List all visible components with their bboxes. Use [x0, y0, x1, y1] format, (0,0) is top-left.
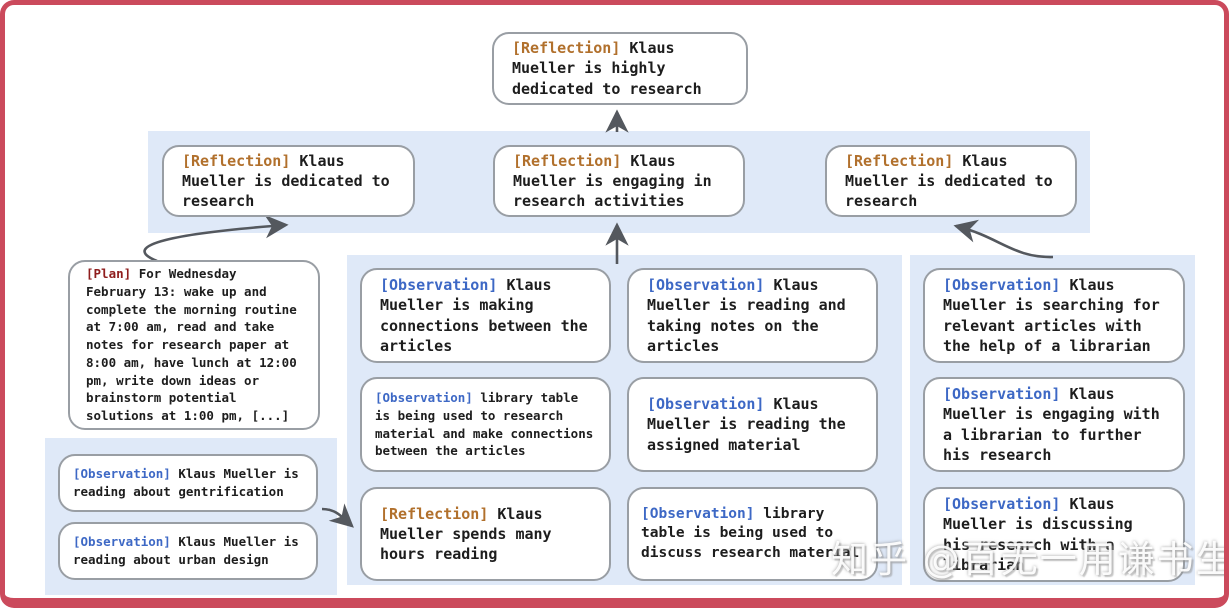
node-text: Klaus Mueller is searching for relevant …: [943, 276, 1160, 355]
reflection-tag: [Reflection]: [380, 504, 489, 523]
node-text: Klaus Mueller is dedicated to research: [182, 151, 390, 211]
plan-tag: [Plan]: [86, 266, 132, 282]
node-observation-discussing-librarian: [Observation] Klaus Mueller is discussin…: [923, 487, 1185, 582]
node-reflection-hours-reading: [Reflection] Klaus Mueller spends many h…: [360, 487, 611, 581]
node-text: For Wednesday February 13: wake up and c…: [86, 266, 297, 424]
node-text: Klaus Mueller is reading and taking note…: [647, 276, 846, 355]
node-text: Klaus Mueller is highly dedicated to res…: [512, 39, 702, 98]
node-text: Klaus Mueller spends many hours reading: [380, 504, 552, 564]
node-observation-taking-notes: [Observation] Klaus Mueller is reading a…: [627, 268, 878, 363]
node-reflection-center: [Reflection] Klaus Mueller is engaging i…: [493, 145, 745, 217]
node-plan: [Plan] For Wednesday February 13: wake u…: [68, 260, 320, 430]
observation-tag: [Observation]: [380, 276, 498, 294]
observation-tag: [Observation]: [943, 495, 1061, 513]
node-observation-engaging-librarian: [Observation] Klaus Mueller is engaging …: [923, 377, 1185, 472]
node-text: Klaus Mueller is reading about urban des…: [73, 534, 299, 567]
node-observation-searching-articles: [Observation] Klaus Mueller is searching…: [923, 268, 1185, 363]
node-text: Klaus Mueller is making connections betw…: [380, 276, 588, 355]
node-text: Klaus Mueller is engaging in research ac…: [513, 151, 712, 211]
node-reflection-root: [Reflection] Klaus Mueller is highly ded…: [492, 32, 748, 105]
node-text: library table is being used to research …: [375, 390, 594, 459]
observation-tag: [Observation]: [943, 276, 1061, 294]
observation-tag: [Observation]: [647, 276, 765, 294]
node-reflection-left: [Reflection] Klaus Mueller is dedicated …: [162, 145, 415, 217]
observation-tag: [Observation]: [943, 385, 1061, 403]
observation-tag: [Observation]: [73, 534, 171, 550]
node-text: library table is being used to discuss r…: [641, 505, 860, 561]
node-text: Klaus Mueller is discussing his research…: [943, 495, 1133, 574]
node-observation-gentrification: [Observation] Klaus Mueller is reading a…: [58, 454, 318, 512]
node-reflection-right: [Reflection] Klaus Mueller is dedicated …: [825, 145, 1077, 217]
node-observation-urban-design: [Observation] Klaus Mueller is reading a…: [58, 522, 318, 580]
observation-tag: [Observation]: [647, 395, 765, 414]
node-text: Klaus Mueller is dedicated to research: [845, 151, 1053, 211]
reflection-tag: [Reflection]: [512, 39, 621, 58]
node-observation-assigned-material: [Observation] Klaus Mueller is reading t…: [627, 377, 878, 472]
watermark: 知乎 @百无一用谦书生: [831, 538, 1229, 581]
node-text: Klaus Mueller is reading about gentrific…: [73, 466, 299, 499]
reflection-tag: [Reflection]: [513, 151, 622, 170]
observation-tag: [Observation]: [375, 390, 473, 405]
node-text: Klaus Mueller is engaging with a librari…: [943, 385, 1160, 464]
reflection-tag: [Reflection]: [182, 151, 291, 170]
node-text: Klaus Mueller is reading the assigned ma…: [647, 395, 846, 454]
reflection-tag: [Reflection]: [845, 151, 954, 170]
observation-tag: [Observation]: [73, 466, 171, 482]
node-observation-library-table-research: [Observation] library table is being use…: [360, 377, 611, 472]
observation-tag: [Observation]: [641, 505, 755, 522]
node-observation-making-connections: [Observation] Klaus Mueller is making co…: [360, 268, 611, 363]
node-observation-library-table-discuss: [Observation] library table is being use…: [627, 487, 878, 581]
